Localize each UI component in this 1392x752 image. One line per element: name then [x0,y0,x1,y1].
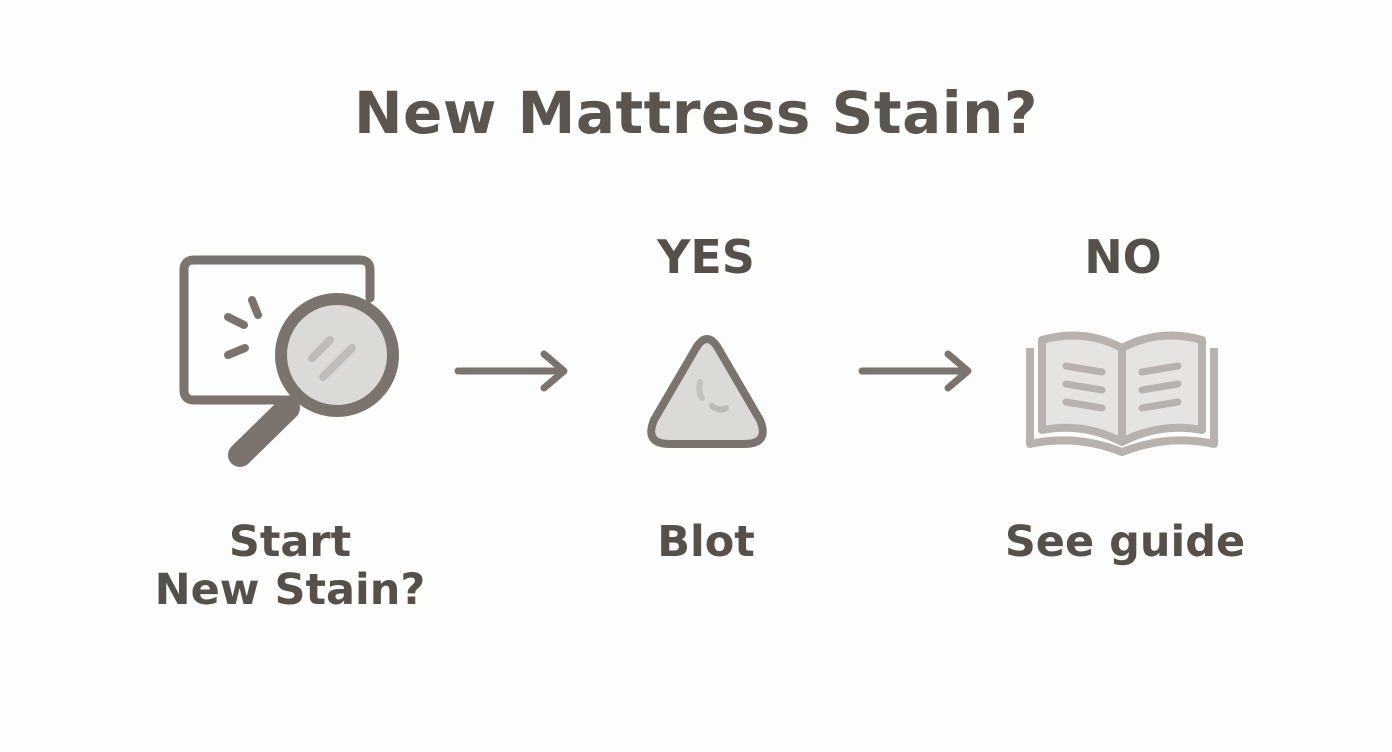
guide-node-label: See guide [1004,517,1246,567]
start-node-label: Start New Stain? [110,518,470,614]
open-book-icon [1026,331,1218,456]
blot-node-label: Blot [657,517,755,567]
arrow-right-icon [454,350,568,392]
start-node-label-line1: Start [228,517,352,567]
blot-drop-icon [647,335,767,448]
magnifying-glass-icon [179,255,399,467]
diagram-title: New Mattress Stain? [353,79,1039,147]
branch-label-no: NO [1084,230,1162,284]
start-node-label-line2: New Stain? [154,565,426,616]
branch-label-yes: YES [657,230,755,284]
arrow-right-icon [858,350,972,392]
